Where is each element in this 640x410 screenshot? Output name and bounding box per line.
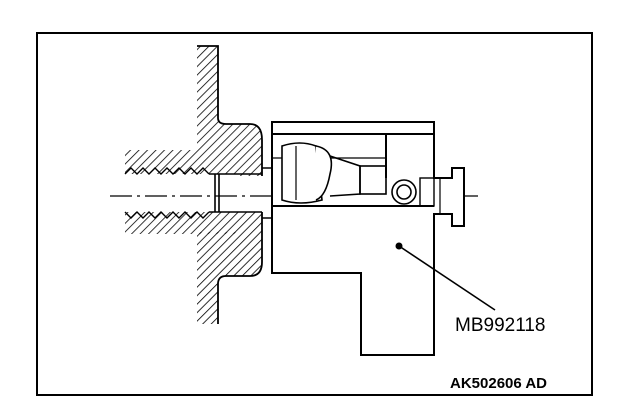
diagram-frame bbox=[36, 32, 593, 396]
shaft bbox=[209, 167, 273, 219]
tool-internals bbox=[281, 142, 441, 214]
housing-wall bbox=[197, 45, 263, 324]
leader-line bbox=[398, 245, 496, 311]
tool-number-label: MB992118 bbox=[455, 315, 546, 336]
figure-id: AK502606 AD bbox=[450, 375, 547, 392]
threaded-bore bbox=[124, 150, 240, 234]
